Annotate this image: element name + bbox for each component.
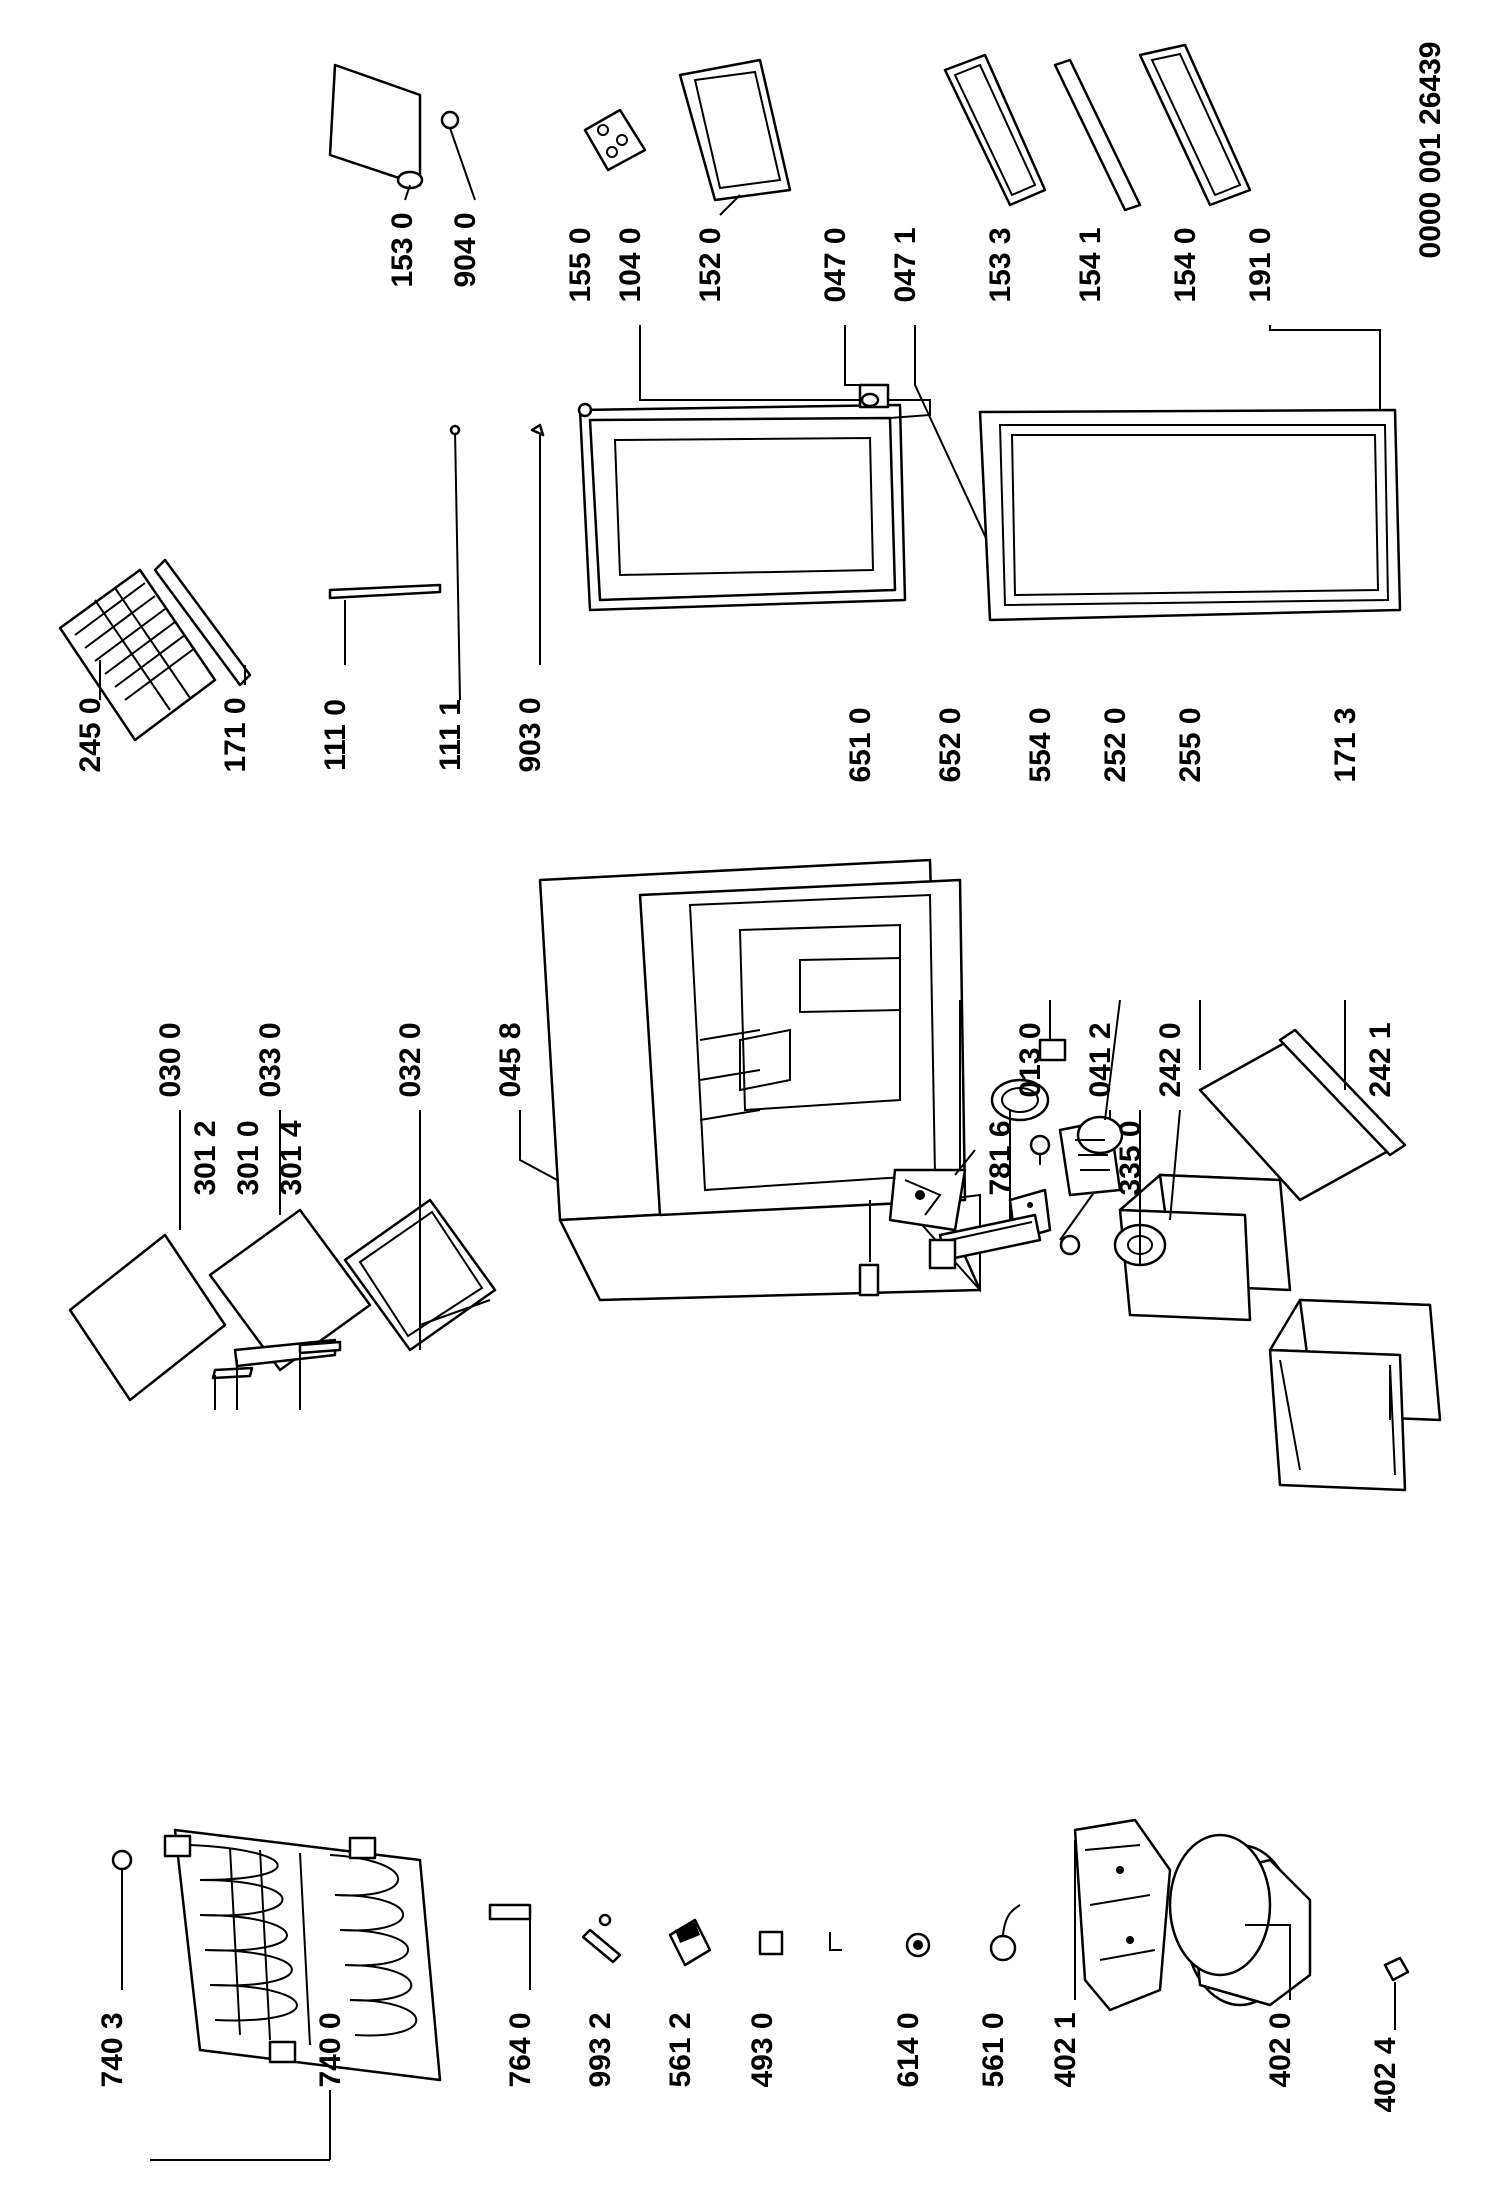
part-740-0-evaporator [150,1828,442,2161]
part-153-3-door-bin [943,53,1047,207]
label-740-3: 740 3 [96,2012,129,2087]
label-155-0: 155 0 [564,227,597,302]
part-764-0 [488,1903,532,1990]
label-047-0: 047 0 [819,227,852,302]
label-301-0: 301 0 [232,1120,265,1195]
part-993-2 [581,1913,622,1964]
label-191-0: 191 0 [1244,227,1277,302]
cabinet-body [538,858,982,1302]
label-171-3: 171 3 [1329,707,1362,782]
part-904-0 [440,110,476,201]
part-104-0-freezer-door [577,325,931,612]
label-013-0: 013 0 [1014,1022,1047,1097]
part-155-0-egg-tray [583,108,647,172]
part-614-0 [905,1932,931,1958]
label-030-0: 030 0 [154,1022,187,1097]
part-013-0 [1029,1134,1051,1165]
part-651-0 [858,1200,880,1297]
label-032-0: 032 0 [394,1022,427,1097]
part-561-2 [668,1918,712,1967]
label-335-0: 335 0 [1114,1120,1147,1195]
label-652-0: 652 0 [934,707,967,782]
label-041-2: 041 2 [1084,1022,1117,1097]
label-493-0: 493 0 [746,2012,779,2087]
label-045-8: 045 8 [494,1022,527,1097]
label-614-0: 614 0 [892,2012,925,2087]
label-154-1: 154 1 [1074,227,1107,302]
label-561-0: 561 0 [977,2012,1010,2087]
part-152-0-door-bin [678,58,792,216]
part-652-0-thermostat [888,1000,976,1232]
label-154-0: 154 0 [1169,227,1202,302]
label-301-2: 301 2 [189,1120,222,1195]
diagram-code: 0000 001 26439 [1414,42,1447,259]
label-252-0: 252 0 [1099,707,1132,782]
label-740-0: 740 0 [314,2012,347,2087]
label-301-4: 301 4 [275,1120,308,1195]
part-402-4 [1383,1956,1410,2030]
part-242-0-drawer [1118,1109,1292,1322]
label-993-2: 993 2 [584,2012,617,2087]
label-047-1: 047 1 [889,227,922,302]
part-903-0 [530,423,545,665]
label-153-0: 153 0 [386,212,419,287]
part-301-trims [211,1338,342,1410]
part-033-0-glass-shelf [208,1110,372,1372]
part-402-1-compressor-tray [1073,1818,1172,2012]
label-111-1: 111 1 [434,699,467,771]
part-030-0-glass-shelf [68,1110,227,1402]
label-764-0: 764 0 [504,2012,537,2087]
label-242-0: 242 0 [1154,1022,1187,1097]
label-554-0: 554 0 [1024,707,1057,782]
label-242-1: 242 1 [1364,1022,1397,1097]
label-561-2: 561 2 [664,2012,697,2087]
part-245-0-wire-shelf [58,568,217,742]
part-111-1-rod [449,424,461,701]
label-111-0: 111 0 [319,699,352,771]
part-740-3 [111,1849,133,1990]
label-402-4: 402 4 [1369,2037,1402,2112]
label-033-0: 033 0 [254,1022,287,1097]
label-904-0: 904 0 [449,212,482,287]
label-245-0: 245 0 [74,697,107,772]
label-402-1: 402 1 [1049,2012,1082,2087]
part-554-0-lamp [990,1000,1067,1122]
part-781-6-light-cover [928,1110,1042,1270]
part-242-1-drawer [1268,1298,1442,1492]
part-111-0-bracket [328,583,442,665]
part-493-0 [758,1930,842,1956]
part-154-1-trim [1053,58,1142,212]
part-191-0-fridge-door [978,325,1402,622]
part-154-0-door-bin [1138,43,1252,207]
part-335-0-knob [1113,1110,1167,1267]
part-561-0 [989,1904,1021,1962]
label-104-0: 104 0 [614,227,647,302]
part-252-0-fan [1058,999,1124,1197]
label-255-0: 255 0 [1174,707,1207,782]
part-171-0-trim [153,558,252,687]
part-032-0-shelf-frame [343,1110,497,1352]
label-651-0: 651 0 [844,707,877,782]
label-153-3: 153 3 [984,227,1017,302]
label-152-0: 152 0 [694,227,727,302]
label-171-0: 171 0 [219,697,252,772]
part-402-0-compressor [1168,1833,1312,2007]
label-781-6: 781 6 [984,1120,1017,1195]
label-903-0: 903 0 [514,697,547,772]
label-402-0: 402 0 [1264,2012,1297,2087]
part-153-0-door-shelf [328,63,424,201]
part-171-3-trim [1278,1000,1407,1157]
part-labels: 740 3 740 0 764 0 993 2 561 2 493 0 614 … [74,212,1402,2112]
